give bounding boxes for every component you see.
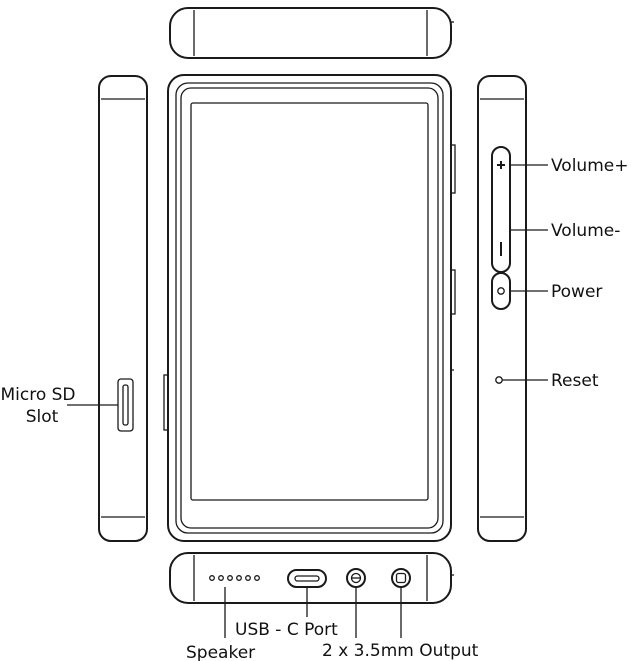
bottom-edge-view [169,552,454,604]
power-button-icon [491,272,511,310]
audio-jack-icon [346,568,366,588]
top-edge-view [169,7,454,59]
screen [190,102,429,501]
speaker-label: Speaker [186,643,255,661]
micro-sd-label-line1: Micro SD [0,385,75,405]
callout-lines [67,164,548,638]
speaker-grille-icon [209,575,260,581]
micro-sd-label-line2: Slot [26,407,59,427]
volume-up-label: Volume+ [551,156,628,176]
audio-jack-icon [391,568,411,588]
usb-c-label: USB - C Port [235,620,338,640]
front-view [163,74,456,542]
volume-rocker-icon [491,146,511,273]
right-side-view [477,75,527,542]
power-label: Power [551,282,602,302]
usb-c-port-icon [287,569,327,588]
reset-label: Reset [551,371,599,391]
output-label: 2 x 3.5mm Output [322,641,479,661]
left-side-view [98,75,148,542]
volume-down-label: Volume- [551,221,620,241]
